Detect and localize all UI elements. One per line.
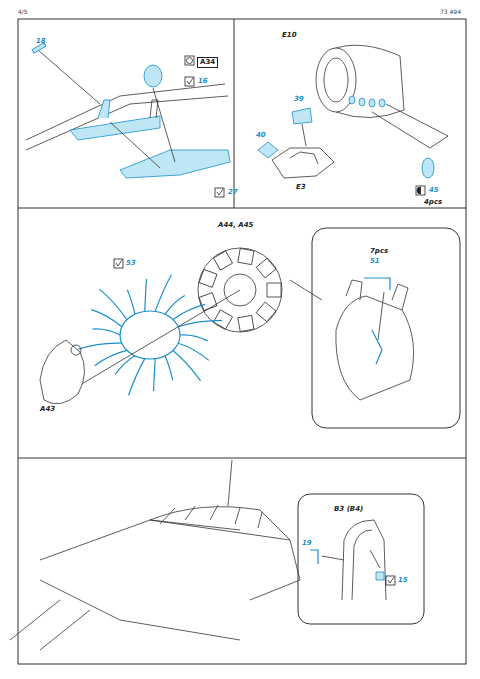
- kit-part-number: A34: [197, 57, 218, 68]
- part-number: 53: [126, 260, 136, 267]
- radial-engine: [40, 248, 414, 404]
- detail-inset: [298, 494, 424, 624]
- kit-part-number: E10: [282, 32, 297, 39]
- kit-part-number: B3 (B4): [334, 506, 363, 513]
- detail-inset: [312, 228, 460, 428]
- part-number: 15: [398, 577, 408, 584]
- part-number: 19: [302, 540, 312, 547]
- quantity-note: 7pcs: [370, 248, 388, 255]
- part-number: 40: [256, 132, 266, 139]
- kit-part-number: A44, A45: [218, 222, 253, 229]
- cowling-part: [258, 45, 448, 178]
- fuselage-canopy: [10, 460, 386, 650]
- quantity-note: 4pcs: [424, 199, 442, 206]
- wing-part: [26, 43, 230, 178]
- part-number: 27: [228, 189, 238, 196]
- step-icon: [114, 56, 425, 585]
- page-frame: [18, 19, 466, 664]
- kit-part-number: E3: [296, 184, 306, 191]
- part-number: 18: [36, 38, 46, 45]
- page-number: 4/5: [18, 9, 28, 15]
- part-number: 45: [429, 187, 439, 194]
- kit-part-number: A43: [40, 406, 55, 413]
- sheet-code: 73 494: [440, 9, 461, 15]
- part-number: 51: [370, 258, 380, 265]
- part-number: 39: [294, 96, 304, 103]
- part-number: 16: [198, 78, 208, 85]
